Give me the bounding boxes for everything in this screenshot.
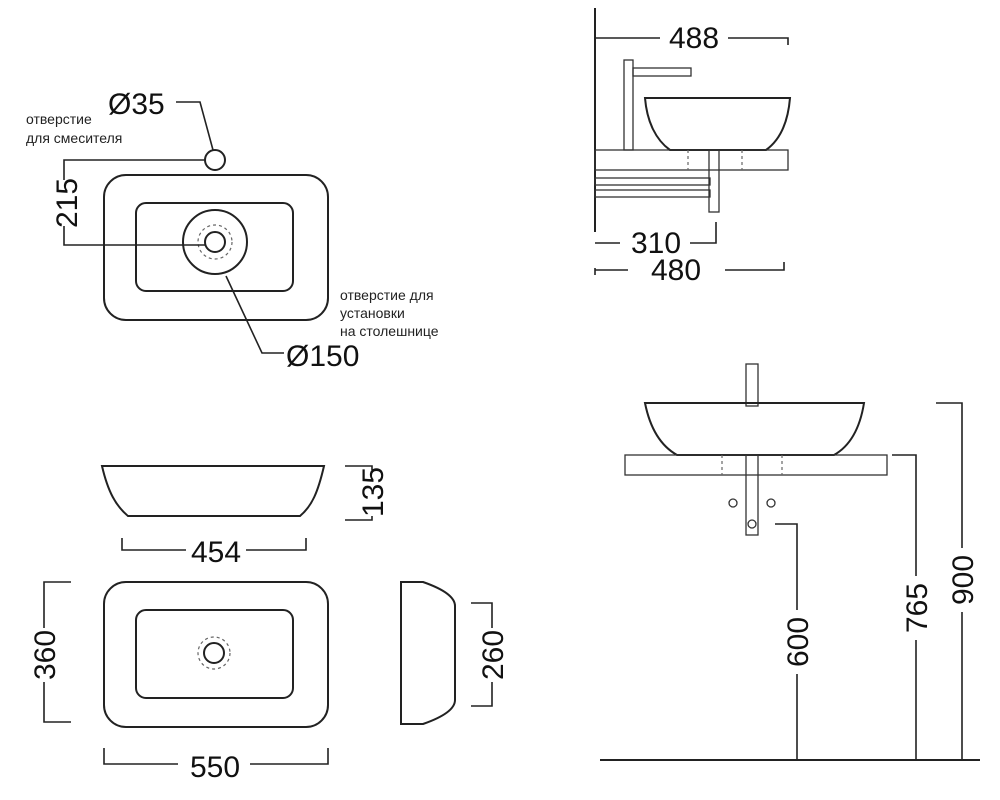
label-mask: [905, 576, 929, 640]
faucet-spout: [632, 67, 692, 77]
side-depth-label: 260: [477, 630, 510, 680]
counter-height-dimension-line: [892, 454, 917, 760]
basin-outer-outline: [103, 174, 329, 321]
plan-depth-label: 360: [29, 630, 62, 680]
fixing-hole-center: [747, 519, 757, 529]
faucet-front: [745, 363, 759, 407]
rim-height-dimension-line: [936, 402, 963, 760]
plan-width-dimension-line: [103, 748, 329, 765]
plan-view: [43, 581, 329, 765]
bracket-lower: [594, 189, 711, 198]
countertop: [594, 149, 789, 171]
side-install-view: [594, 8, 792, 275]
label-mask: [951, 548, 975, 612]
mixer-hole-note-line1: отверстие: [26, 111, 92, 127]
front-basin-profile: [643, 402, 866, 456]
plan-drain-flange-dashed: [197, 636, 231, 670]
height-label: 135: [357, 467, 390, 517]
mount-hole-diameter-label: Ø150: [286, 340, 359, 373]
basin-front-profile: [100, 465, 326, 517]
plan-width-label: 550: [190, 751, 240, 784]
bracket-upper: [594, 177, 711, 186]
front-view: [100, 465, 373, 551]
label-mask: [362, 470, 384, 516]
drain-flange-dashed: [197, 224, 233, 260]
fixing-hole-left: [728, 498, 738, 508]
fixing-hole-right: [766, 498, 776, 508]
mixer-hole-note-line2: для смесителя: [26, 130, 122, 146]
mixer-hole-circle: [204, 149, 226, 171]
plan-drain-circle: [203, 642, 225, 664]
mount-hole-circle: [182, 209, 248, 275]
side-profile-outline: [400, 581, 456, 725]
plan-inner-outline: [135, 609, 294, 699]
basin-inner-outline: [135, 202, 294, 292]
drain-height-label: 600: [782, 617, 815, 667]
mount-hole-note-line1: отверстие для: [340, 287, 434, 303]
mount-hole-note-line3: на столешнице: [340, 323, 439, 339]
label-mask: [34, 628, 56, 682]
counter-height-label: 765: [901, 583, 934, 633]
drain-height-dimension-line: [775, 523, 798, 760]
mount-hole-note-line2: установки: [340, 305, 405, 321]
drain-offset-label: 310: [631, 227, 681, 260]
drain-pipe: [708, 149, 720, 213]
side-basin-profile: [643, 97, 792, 151]
label-mask: [54, 180, 78, 226]
mixer-offset-label: 215: [51, 178, 84, 228]
label-mask: [482, 628, 504, 682]
label-mask: [786, 610, 810, 674]
mount-hole-leader: [225, 275, 284, 354]
drain-offset-dimension-line: [595, 222, 717, 244]
bottom-width-label: 454: [191, 536, 241, 569]
front-countertop: [624, 454, 888, 476]
front-install-view: [600, 363, 980, 761]
plan-outer-outline: [103, 581, 329, 728]
mixer-hole-diameter-label: Ø35: [108, 88, 165, 121]
counter-depth-dimension-line: [594, 262, 785, 275]
counter-depth-label: 480: [651, 254, 701, 287]
depth-total-label: 488: [669, 22, 719, 55]
faucet-body: [623, 59, 634, 151]
depth-total-dim-right: [728, 37, 789, 45]
mixer-hole-leader: [176, 101, 214, 151]
front-drain-pipe: [745, 454, 759, 536]
drain-circle: [204, 231, 226, 253]
bottom-width-dimension-line: [121, 538, 307, 551]
rim-height-label: 900: [947, 555, 980, 605]
